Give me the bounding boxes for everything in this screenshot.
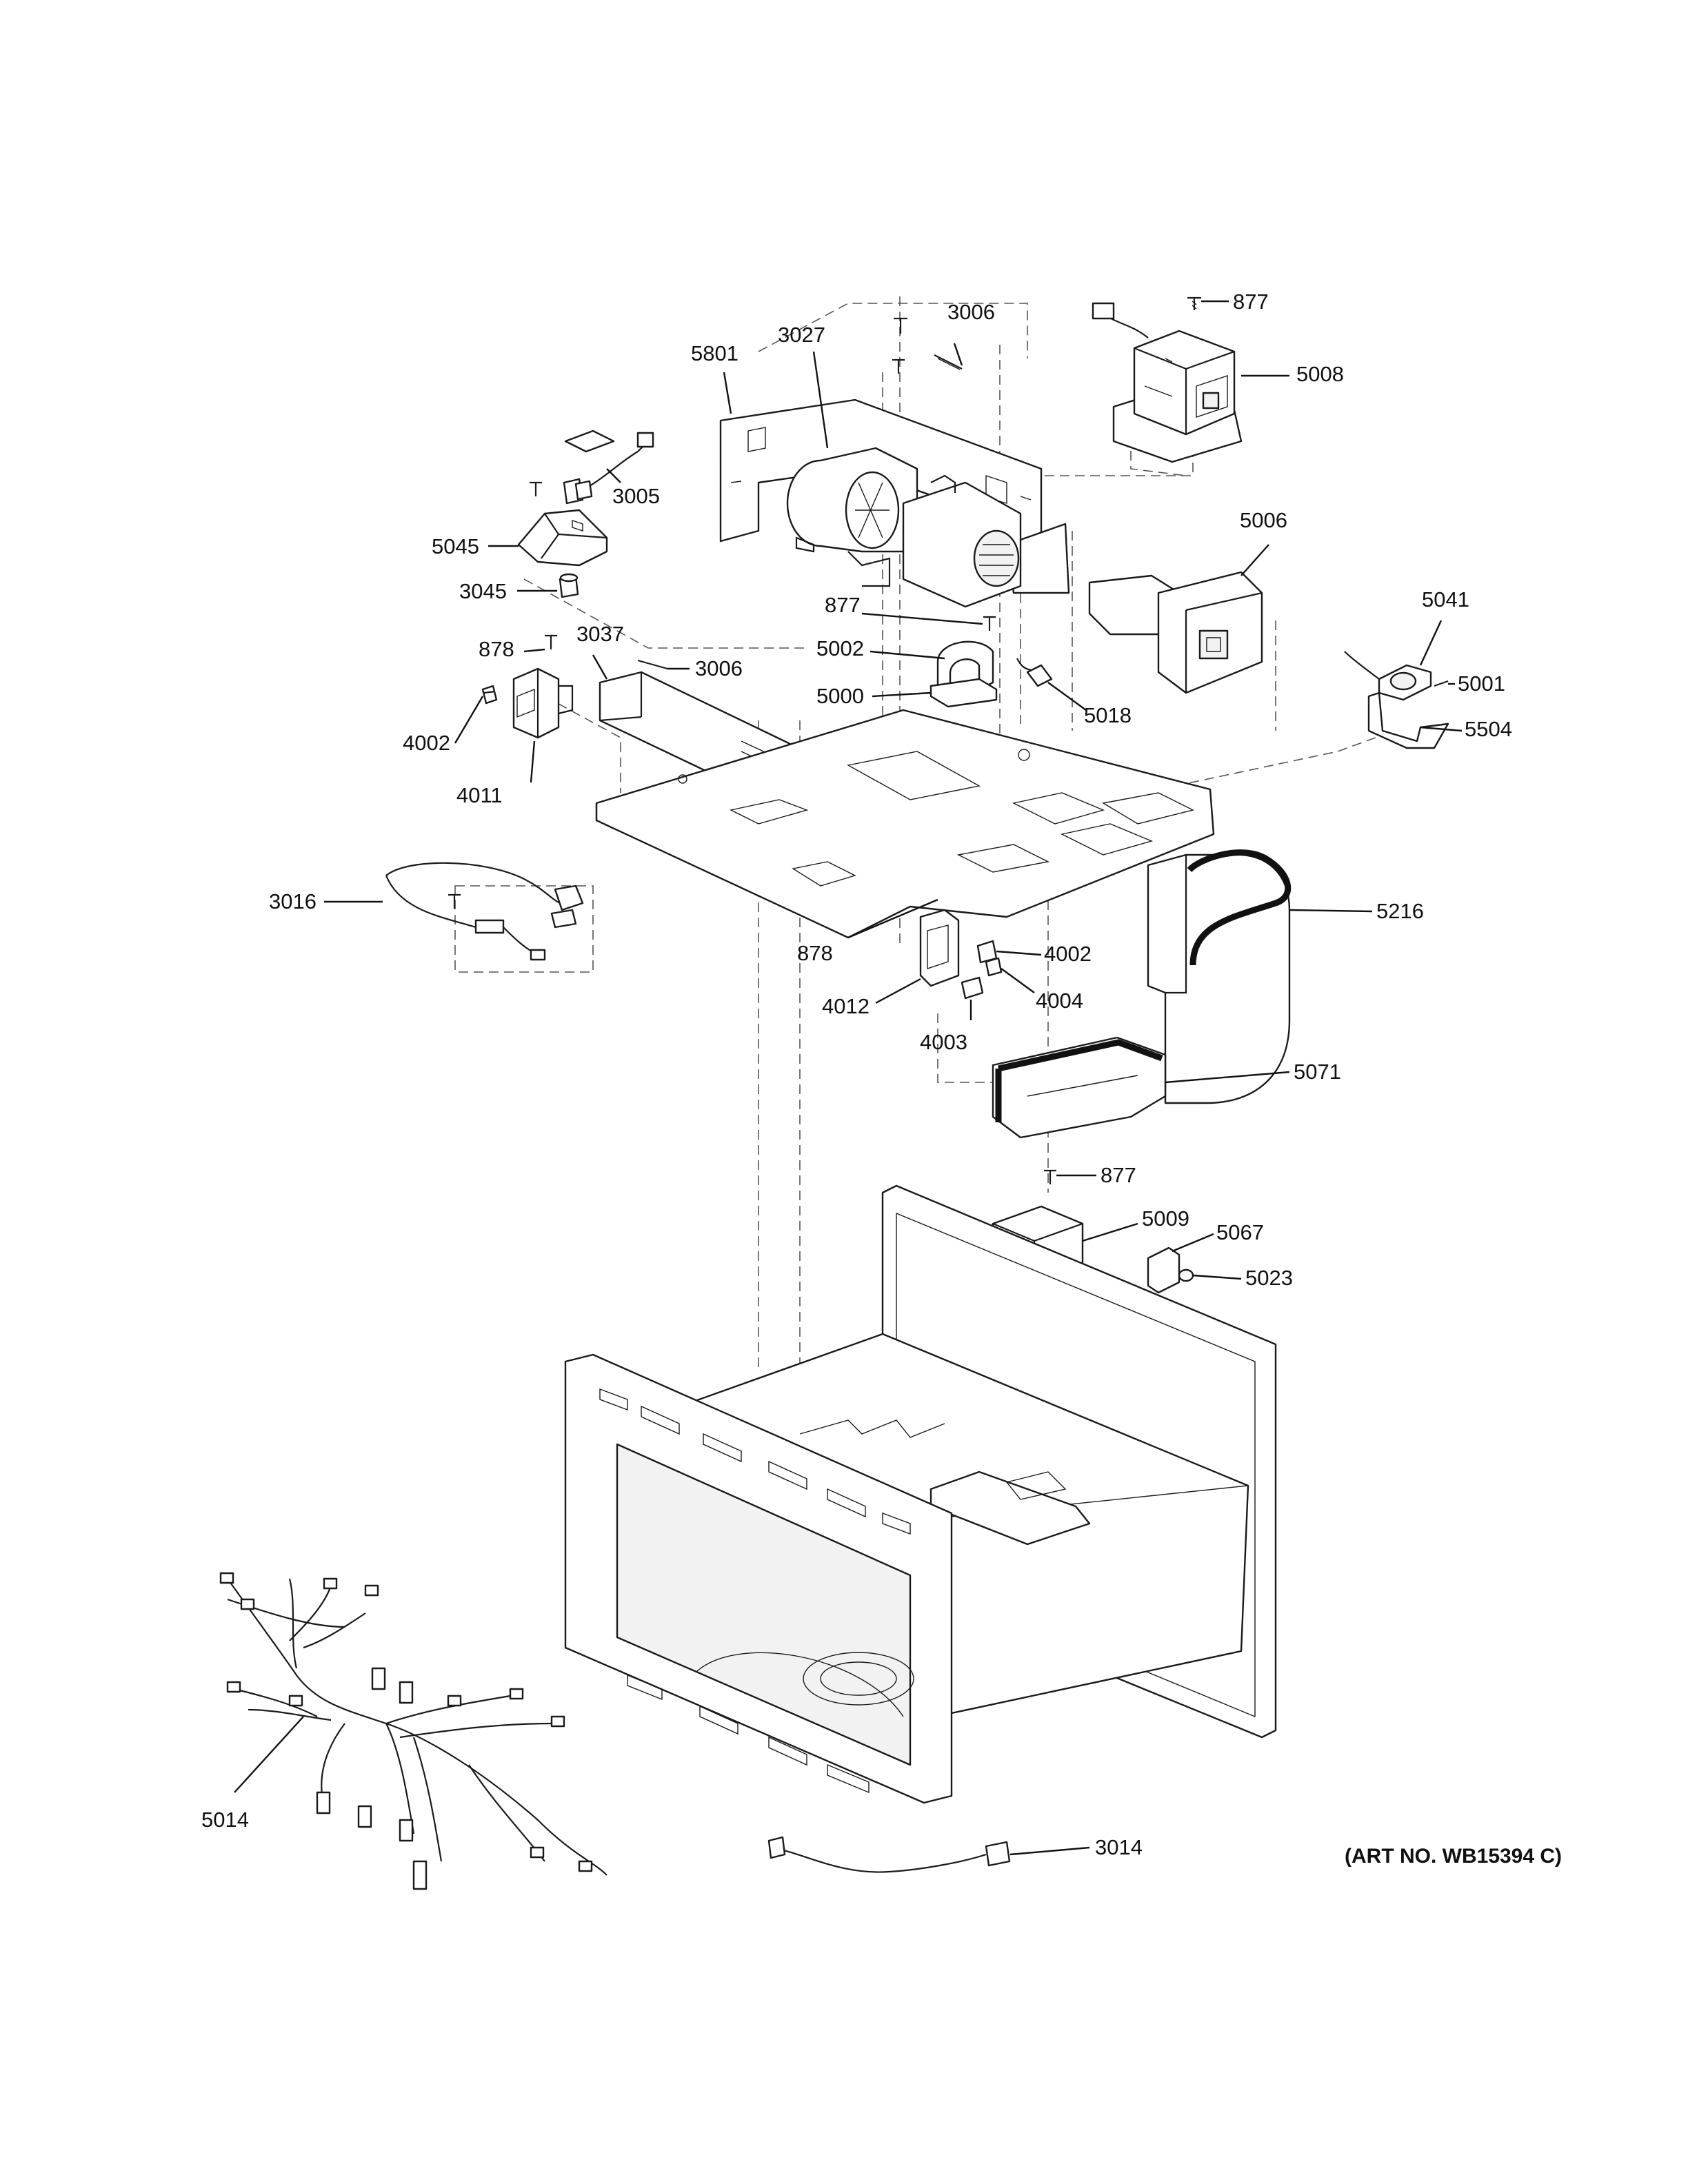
callout-877: 877 — [1233, 290, 1269, 314]
callout-3037: 3037 — [576, 622, 624, 646]
callout-4003: 4003 — [920, 1030, 967, 1054]
part-3027-blower-motor — [786, 447, 1022, 608]
part-5504-bracket — [1367, 691, 1449, 749]
callout-3045: 3045 — [459, 579, 507, 603]
callout-5014: 5014 — [201, 1808, 249, 1832]
callout-4004: 4004 — [1036, 989, 1083, 1013]
part-5014-wire-harness — [219, 1572, 607, 1890]
callout-4012: 4012 — [822, 994, 870, 1018]
callout-5000: 5000 — [816, 684, 864, 708]
part-5023-fuse — [1178, 1268, 1194, 1282]
callout-5067: 5067 — [1216, 1220, 1264, 1244]
part-3006-pin-mid — [637, 659, 668, 670]
callout-5801: 5801 — [691, 341, 738, 365]
part-5071-duct-base — [992, 1036, 1167, 1139]
part-5018-sensor — [1016, 658, 1053, 687]
callout-878: 878 — [797, 941, 833, 965]
part-4002-switch-left — [481, 685, 498, 705]
callout-5006: 5006 — [1240, 508, 1287, 532]
screw-3016 — [448, 893, 461, 909]
callout-877: 877 — [1101, 1163, 1136, 1187]
callout-3005: 3005 — [612, 484, 660, 508]
callout-5045: 5045 — [432, 534, 479, 558]
callout-leaders — [234, 300, 1463, 1856]
art-number: (ART NO. WB15394 C) — [1345, 1845, 1562, 1868]
part-5045-sensor-cover — [517, 509, 608, 567]
screw-upper-1 — [894, 317, 907, 334]
part-5006-damper — [1088, 571, 1263, 694]
screw-877-mid — [983, 616, 996, 631]
screw-5045 — [530, 481, 542, 496]
part-3014-cord — [767, 1836, 1011, 1873]
part-4003-switch — [961, 976, 984, 1000]
part-4004-switch — [985, 957, 1003, 977]
callout-5008: 5008 — [1296, 362, 1344, 386]
callout-3006: 3006 — [695, 656, 743, 680]
callout-5216: 5216 — [1376, 899, 1424, 923]
part-3045-fuse — [559, 573, 579, 598]
part-5000-thermostat — [930, 678, 998, 708]
part-3006-pin-top — [934, 354, 963, 370]
callout-5041: 5041 — [1422, 587, 1469, 611]
callout-3016: 3016 — [269, 889, 316, 913]
callout-4002: 4002 — [1044, 942, 1092, 966]
part-oven-cavity — [564, 1184, 1277, 1804]
callout-3014: 3014 — [1095, 1835, 1143, 1859]
part-base-plate — [595, 709, 1215, 939]
callout-5009: 5009 — [1142, 1206, 1189, 1231]
callout-5002: 5002 — [816, 636, 864, 660]
callout-labels: 877 3006 5801 3027 5008 3005 5045 3045 5… — [201, 290, 1512, 1859]
part-5067-bracket — [1147, 1246, 1180, 1294]
callout-3027: 3027 — [778, 323, 825, 347]
callout-878: 878 — [479, 637, 514, 661]
callout-5071: 5071 — [1294, 1060, 1341, 1084]
callout-877: 877 — [825, 593, 861, 617]
part-5216-duct-cover — [1147, 849, 1292, 1104]
screw-877-top — [1187, 296, 1201, 310]
screw-878-left — [545, 634, 557, 649]
part-5001-pin — [1434, 680, 1449, 687]
part-3005-sensor-connector — [563, 429, 654, 505]
callout-4011: 4011 — [456, 783, 503, 807]
screw-877-lower — [1044, 1169, 1056, 1184]
callout-5018: 5018 — [1084, 703, 1132, 727]
callout-4002: 4002 — [403, 731, 450, 755]
callout-5504: 5504 — [1465, 717, 1512, 741]
screw-upper-2 — [892, 358, 905, 374]
part-3016-harness — [385, 862, 584, 961]
callout-3006: 3006 — [947, 300, 995, 324]
callout-5001: 5001 — [1458, 671, 1505, 696]
part-4012-switch-holder — [919, 909, 960, 987]
part-5041-motor — [1344, 651, 1432, 701]
part-4011-switch-holder — [512, 667, 574, 739]
part-5008-transformer — [1092, 302, 1243, 463]
callout-5023: 5023 — [1245, 1266, 1293, 1290]
